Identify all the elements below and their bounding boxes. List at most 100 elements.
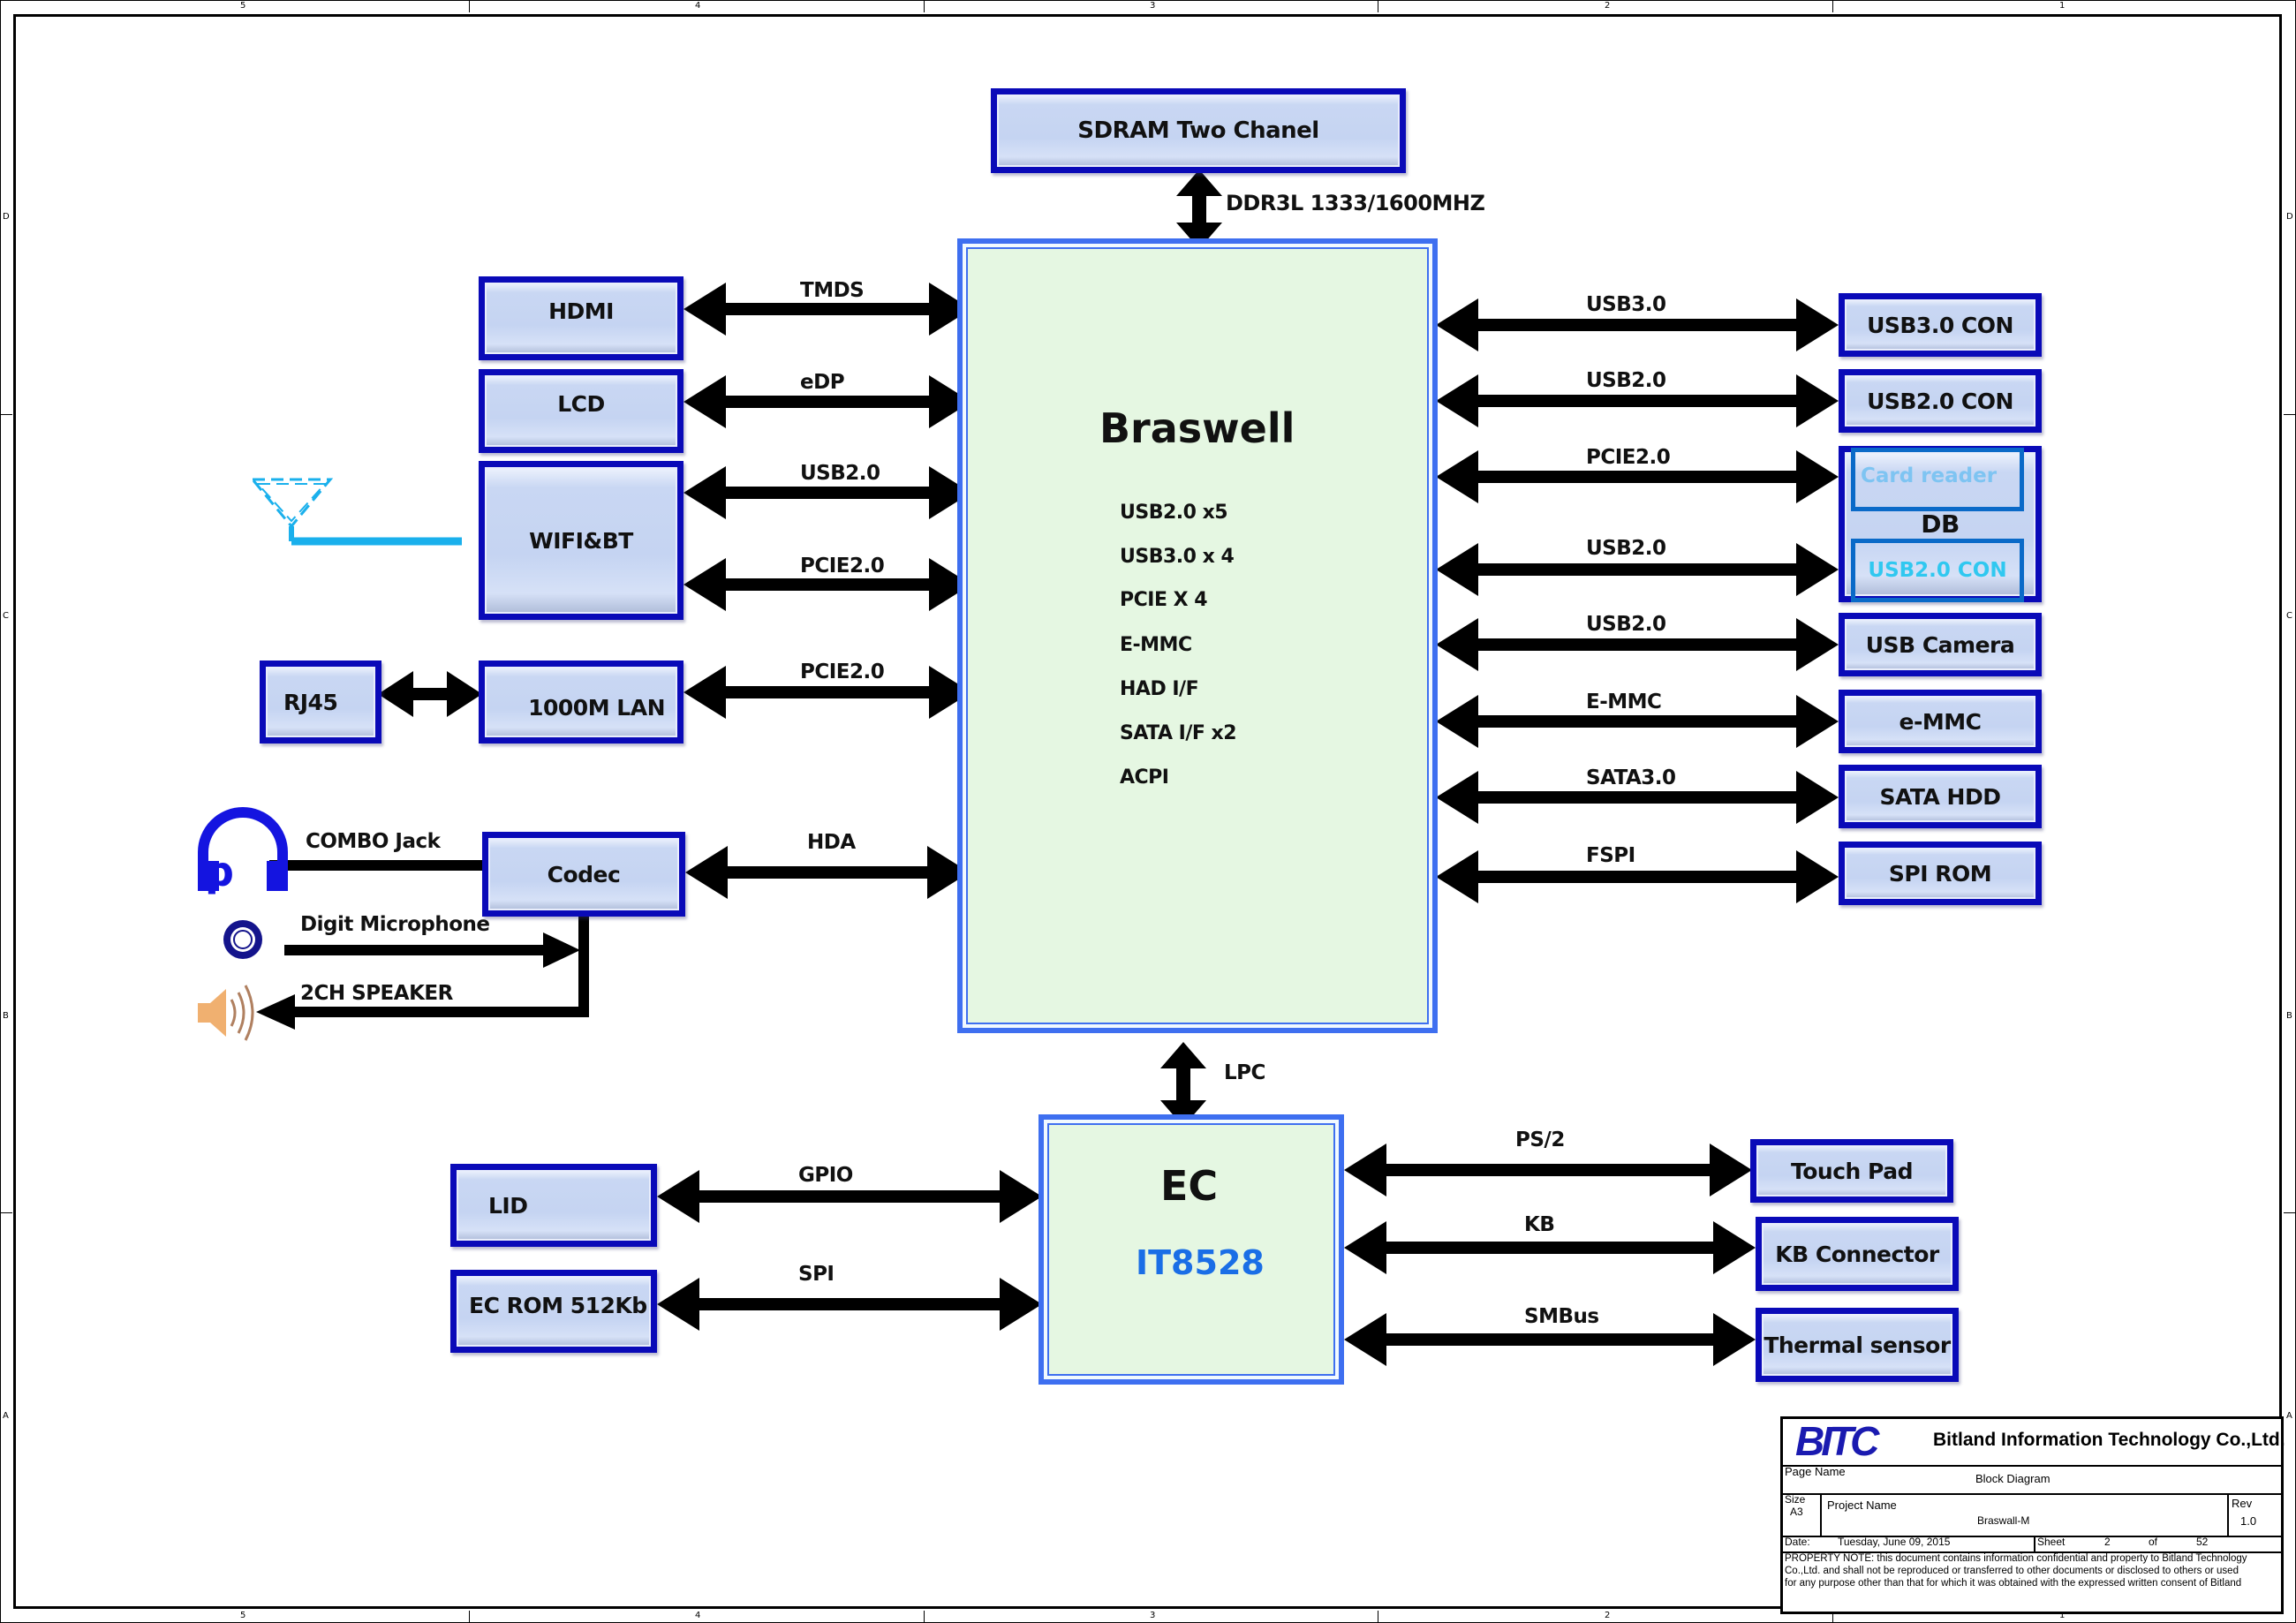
hdmi-block: HDMI <box>479 276 684 360</box>
date-value: Tuesday, June 09, 2015 <box>1838 1536 1951 1548</box>
usb-camera-block: USB Camera <box>1839 613 2042 676</box>
soc-feature: HAD I/F <box>1120 678 1199 700</box>
project-name-value: Braswall-M <box>1977 1514 2030 1527</box>
zone-divider <box>2284 1212 2296 1213</box>
camera-usb2-bus-arrow <box>1436 618 1839 671</box>
bus-label-spi: SPI <box>798 1263 835 1286</box>
sata-bus-arrow <box>1436 771 1839 824</box>
headphone-icon: p <box>198 807 288 895</box>
ec-part-number: IT8528 <box>1136 1243 1265 1282</box>
bus-label-lan-pcie: PCIE2.0 <box>800 661 885 683</box>
zone-divider <box>1832 0 1833 12</box>
soc-feature: E-MMC <box>1120 634 1192 656</box>
title-block: BITC Bitland Information Technology Co.,… <box>1780 1416 2285 1614</box>
zone-divider <box>1832 1611 1833 1623</box>
size-label: Size <box>1785 1493 1806 1506</box>
gpio-bus-arrow <box>657 1170 1042 1223</box>
ps2-bus-arrow <box>1344 1144 1752 1196</box>
zone-col-label: 3 <box>1150 1 1156 11</box>
codec-block: Codec <box>482 832 685 917</box>
db-label: DB <box>1921 510 1960 539</box>
sheet-label: Sheet <box>2037 1536 2066 1548</box>
sdram-label: SDRAM Two Chanel <box>1077 117 1319 144</box>
hda-bus-arrow <box>685 846 970 899</box>
spi-rom-label: SPI ROM <box>1888 860 1992 887</box>
title-block-page-row <box>1783 1465 2281 1495</box>
bus-label-usb3: USB3.0 <box>1586 293 1666 316</box>
usb2-con-block: USB2.0 CON <box>1839 369 2042 433</box>
soc-title: Braswell <box>1099 404 1295 452</box>
zone-row-label: C <box>3 611 9 621</box>
rj45-lan-arrow <box>378 671 482 717</box>
speaker-label: 2CH SPEAKER <box>300 982 453 1005</box>
kb-connector-label: KB Connector <box>1775 1241 1939 1267</box>
title-block-divider <box>1820 1493 1822 1536</box>
ddr-bus-arrow <box>1176 170 1222 249</box>
svg-text:p: p <box>205 848 234 895</box>
soc-feature: USB3.0 x 4 <box>1120 546 1235 568</box>
page-name-value: Block Diagram <box>1975 1472 2051 1485</box>
bus-label-db-usb2: USB2.0 <box>1586 537 1666 560</box>
ec-rom-label: EC ROM 512Kb <box>469 1292 647 1318</box>
kb-connector-block: KB Connector <box>1756 1217 1959 1291</box>
edp-bus-arrow <box>684 375 971 428</box>
spi-rom-block: SPI ROM <box>1839 842 2042 905</box>
bus-label-gpio: GPIO <box>798 1164 853 1187</box>
rev-value: 1.0 <box>2240 1514 2257 1528</box>
title-block-project-row <box>1783 1493 2281 1537</box>
zone-col-label: 2 <box>1605 1611 1611 1620</box>
title-block-divider <box>2227 1493 2229 1536</box>
usb3-con-block: USB3.0 CON <box>1839 293 2042 357</box>
zone-row-label: D <box>3 212 10 222</box>
bus-label-lpc: LPC <box>1224 1061 1265 1084</box>
emmc-bus-arrow <box>1436 695 1839 748</box>
soc-braswell-block <box>957 238 1438 1033</box>
pcie-card-reader-arrow <box>1436 450 1839 503</box>
sata-hdd-label: SATA HDD <box>1879 783 2001 810</box>
ec-rom-block: EC ROM 512Kb <box>450 1270 657 1353</box>
zone-divider <box>924 0 925 12</box>
lan-block: 1000M LAN <box>479 661 684 744</box>
db-usb2-con-block: USB2.0 CON <box>1851 539 2024 602</box>
bus-label-hda: HDA <box>807 831 856 854</box>
zone-col-label: 4 <box>695 1611 701 1620</box>
soc-feature: USB2.0 x5 <box>1120 502 1228 524</box>
usb3-con-label: USB3.0 CON <box>1867 312 2013 338</box>
title-block-date-row <box>1783 1536 2281 1553</box>
combo-jack-label: COMBO Jack <box>306 830 441 853</box>
zone-row-label: C <box>2286 611 2292 621</box>
wifi-pcie-bus-arrow <box>684 558 971 611</box>
db-usb2-con-label: USB2.0 CON <box>1868 559 2007 582</box>
audio-wiring <box>256 860 589 1030</box>
drawing-frame-inner <box>13 14 2282 1609</box>
company-logo: BITC <box>1795 1418 1879 1464</box>
usb2-con-label: USB2.0 CON <box>1867 388 2013 414</box>
lcd-label: LCD <box>557 391 605 417</box>
db-usb2-bus-arrow <box>1436 543 1839 596</box>
soc-feature: PCIE X 4 <box>1120 589 1208 611</box>
lan-label: 1000M LAN <box>528 694 665 721</box>
sheet-of-label: of <box>2149 1536 2158 1548</box>
zone-row-label: A <box>3 1411 9 1421</box>
wifi-usb-bus-arrow <box>684 466 971 519</box>
zone-divider <box>924 1611 925 1623</box>
zone-row-label: D <box>2286 212 2293 222</box>
lid-block: LID <box>450 1164 657 1247</box>
bus-label-fspi: FSPI <box>1586 844 1635 867</box>
bus-label-usb2: USB2.0 <box>1586 369 1666 392</box>
title-block-divider <box>2034 1536 2035 1551</box>
tmds-bus-arrow <box>684 283 971 336</box>
touch-pad-label: Touch Pad <box>1791 1158 1913 1184</box>
company-name: Bitland Information Technology Co.,Ltd. <box>1933 1430 2285 1450</box>
zone-col-label: 5 <box>240 1 246 11</box>
zone-divider <box>469 1611 470 1623</box>
project-name-label: Project Name <box>1827 1498 1897 1512</box>
bus-label-pcie: PCIE2.0 <box>1586 446 1671 469</box>
bus-label-kb: KB <box>1524 1213 1555 1236</box>
touch-pad-block: Touch Pad <box>1750 1139 1953 1203</box>
rj45-label: RJ45 <box>283 689 338 715</box>
zone-col-label: 4 <box>695 1 701 11</box>
zone-divider <box>0 414 12 415</box>
thermal-sensor-label: Thermal sensor <box>1764 1332 1951 1358</box>
